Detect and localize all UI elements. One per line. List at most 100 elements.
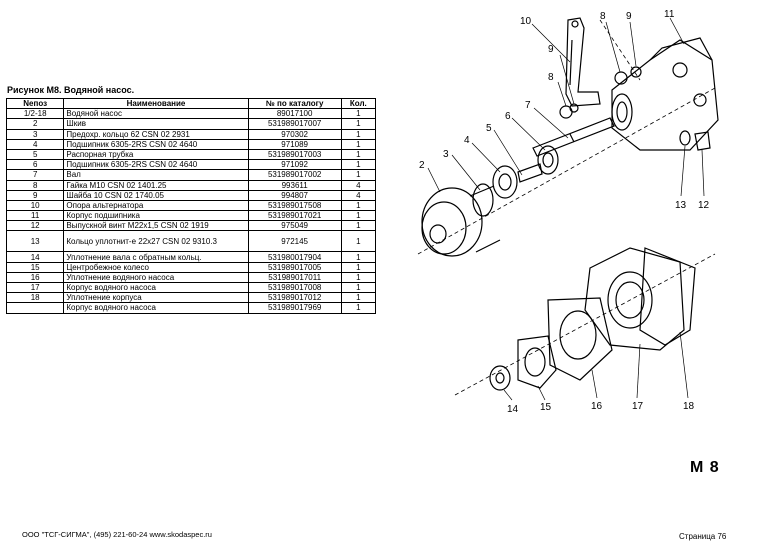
callout-label: 17 — [632, 401, 644, 412]
bearing-6-part — [537, 145, 559, 175]
cell-catalog-number: 531989017002 — [247, 169, 342, 181]
cell-name: Корпус подшипника — [63, 210, 249, 222]
cell-quantity: 1 — [340, 220, 377, 232]
header-catalog-number: № по каталогу — [247, 97, 342, 110]
callout-label: 3 — [443, 149, 449, 160]
cell-position: 2 — [5, 118, 65, 130]
cell-name: Корпус водяного насоса — [63, 281, 249, 294]
cell-name: Выпускной винт М22х1,5 CSN 02 1919 — [63, 220, 249, 232]
cell-catalog-number: 531989017005 — [247, 261, 342, 273]
cell-quantity: 1 — [340, 108, 377, 120]
cell-catalog-number: 994807 — [247, 189, 342, 201]
cell-name: Уплотнение корпуса — [63, 292, 249, 304]
callout-label: 11 — [664, 9, 675, 20]
cell-name: Предохр. кольцо 62 CSN 02 2931 — [63, 128, 249, 140]
table-header-row: Nепоз Наименование № по каталогу Кол. — [5, 97, 377, 110]
callout-label: 9 — [548, 44, 554, 55]
o-ring-part — [679, 130, 691, 146]
cell-catalog-number: 975049 — [247, 220, 342, 232]
cell-quantity: 1 — [340, 118, 377, 130]
cell-position: 11 — [5, 210, 65, 222]
cell-quantity: 1 — [340, 138, 377, 150]
cell-position: 15 — [5, 261, 65, 273]
callout-label: 14 — [507, 404, 519, 415]
cell-quantity: 1 — [340, 199, 377, 212]
cell-position: 16 — [5, 271, 65, 284]
cell-catalog-number: 531980017904 — [247, 251, 342, 263]
cell-name: Шайба 10 CSN 02 1740.05 — [63, 189, 249, 201]
cell-catalog-number: 971089 — [247, 138, 342, 150]
shaft-seal-part — [489, 365, 511, 391]
cell-position: 3 — [5, 128, 65, 140]
cell-catalog-number: 531989017007 — [247, 118, 342, 130]
cell-position: 14 — [5, 251, 65, 263]
footer-company-info: ООО "ТСГ-СИГМА", (495) 221-60-24 www.sko… — [22, 530, 212, 539]
cell-catalog-number: 970302 — [247, 128, 342, 140]
cell-quantity: 1 — [340, 292, 377, 304]
figure-tag: M 8 — [690, 459, 720, 476]
cell-catalog-number: 531989017012 — [247, 292, 342, 304]
cell-position: 5 — [5, 148, 65, 161]
callout-label: 13 — [675, 200, 687, 211]
cell-name: Уплотнение вала с обратным кольц. — [63, 251, 249, 263]
cell-catalog-number: 89017100 — [247, 108, 342, 120]
cell-position: 17 — [5, 281, 65, 294]
cell-quantity: 1 — [340, 230, 377, 253]
page-number: Страница 76 — [679, 532, 727, 541]
cell-position: 9 — [5, 189, 65, 201]
callout-label: 7 — [525, 100, 531, 111]
cell-name: Гайка М10 CSN 02 1401.25 — [63, 179, 249, 191]
bearing-housing-part — [611, 39, 719, 151]
housing-gasket-part — [639, 247, 696, 346]
callout-label: 12 — [698, 200, 710, 211]
cell-catalog-number: 531989017969 — [247, 302, 342, 314]
cell-catalog-number: 531989017003 — [247, 148, 342, 161]
callout-label: 5 — [486, 123, 492, 134]
shaft-part — [532, 117, 615, 157]
cell-name: Водяной насос — [63, 108, 249, 120]
cell-name: Корпус водяного насоса — [63, 302, 249, 314]
cell-quantity: 1 — [340, 159, 377, 171]
cell-quantity: 1 — [340, 302, 377, 314]
callout-label: 16 — [591, 401, 603, 412]
washer-upper-part — [630, 66, 642, 78]
impeller-part — [517, 335, 557, 389]
cell-quantity: 1 — [340, 169, 377, 181]
cell-catalog-number: 993611 — [247, 179, 342, 191]
cell-position: 18 — [5, 292, 65, 304]
header-quantity: Кол. — [340, 97, 377, 110]
cell-quantity: 1 — [340, 261, 377, 273]
cell-catalog-number: 531989017508 — [247, 199, 342, 212]
callout-label: 2 — [419, 160, 425, 171]
cell-name: Распорная трубка — [63, 148, 249, 161]
cell-catalog-number: 531989017011 — [247, 271, 342, 284]
bearing-4-part — [492, 165, 518, 199]
cell-position: 6 — [5, 159, 65, 171]
callout-label: 8 — [600, 11, 606, 22]
cell-catalog-number: 531989017008 — [247, 281, 342, 294]
cell-position: 10 — [5, 199, 65, 212]
cell-quantity: 1 — [340, 128, 377, 140]
callout-label: 15 — [540, 402, 552, 413]
cell-position: 1/2-18 — [5, 108, 65, 120]
callout-label: 6 — [505, 111, 511, 122]
spacer-tube-part — [517, 163, 543, 183]
cell-quantity: 1 — [340, 210, 377, 222]
cell-position: 7 — [5, 169, 65, 181]
cell-catalog-number: 972145 — [247, 230, 342, 253]
